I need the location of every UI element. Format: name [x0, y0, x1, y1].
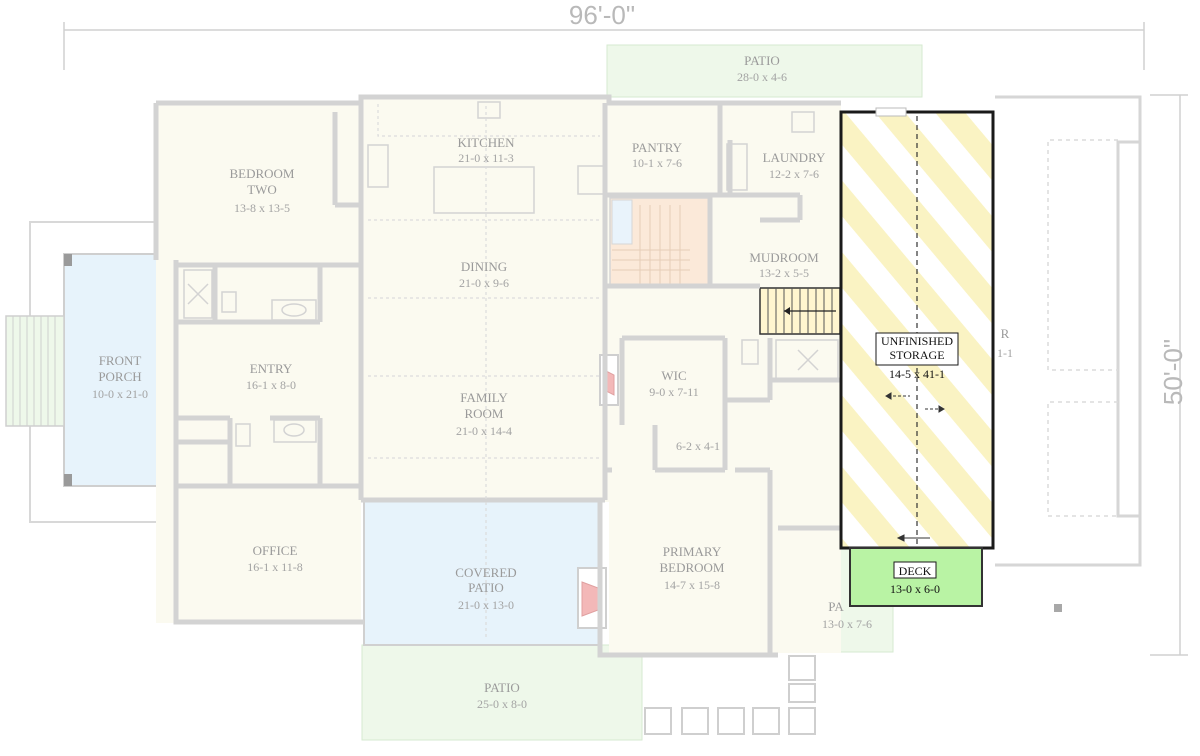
patio-right-name: PA: [828, 599, 844, 614]
front-porch-size: 10-0 x 21-0: [92, 387, 148, 401]
bedroom-two-name-line1: BEDROOM: [229, 166, 294, 181]
garage-fragment-size: 1-1: [997, 346, 1013, 360]
wic-size: 9-0 x 7-11: [649, 385, 699, 399]
overall-depth-dimension: 50'-0": [1150, 94, 1188, 656]
porch-post: [64, 254, 72, 266]
garage-stairs: [759, 287, 854, 335]
garage-outline: [995, 95, 1142, 567]
wic-name: WIC: [661, 368, 686, 383]
patio-top-name: PATIO: [744, 53, 780, 68]
deck-size: 13-0 x 6-0: [890, 582, 940, 596]
fixtures: [183, 101, 839, 447]
room-labels: PATIO 28-0 x 4-6 KITCHEN 21-0 x 11-3 PAN…: [92, 53, 1013, 711]
family-room-name-line2: ROOM: [464, 406, 503, 421]
mudroom-name: MUDROOM: [749, 250, 819, 265]
storage-label-box: [875, 332, 959, 366]
patio-top-size: 28-0 x 4-6: [737, 70, 787, 84]
deck-label-box: [893, 561, 937, 579]
garage-fragment-name: R: [1001, 326, 1010, 341]
porch-post: [64, 474, 72, 486]
kitchen-size: 21-0 x 11-3: [458, 151, 514, 165]
overall-width-dimension: 96'-0": [63, 0, 1145, 70]
pantry-name: PANTRY: [632, 140, 683, 155]
kitchen-name: KITCHEN: [457, 135, 515, 150]
main-stairs-treads: [612, 205, 690, 286]
front-steps: [5, 315, 65, 427]
front-porch-name-line2: PORCH: [98, 369, 141, 384]
storage-name-line2: STORAGE: [889, 348, 944, 362]
walls: [153, 94, 841, 658]
laundry-name: LAUNDRY: [763, 150, 826, 165]
covered-patio-name-line1: COVERED: [455, 565, 516, 580]
width-dimension-label: 96'-0": [569, 0, 635, 30]
storage-vent: [875, 107, 907, 117]
dining-size: 21-0 x 9-6: [459, 276, 509, 290]
primary-bedroom-size: 14-7 x 15-8: [664, 578, 720, 592]
laundry-size: 12-2 x 7-6: [769, 167, 819, 181]
primary-bedroom-name-line1: PRIMARY: [663, 544, 722, 559]
office-size: 16-1 x 11-8: [247, 560, 303, 574]
covered-patio-area: [363, 499, 601, 646]
covered-patio-name-line2: PATIO: [468, 580, 504, 595]
patio-top-area: [606, 44, 923, 98]
storage-size: 14-5 x 41-1: [889, 367, 945, 381]
bedroom-two-name-line2: TWO: [247, 182, 277, 197]
mudroom-size: 13-2 x 5-5: [759, 266, 809, 280]
family-room-name-line1: FAMILY: [460, 390, 508, 405]
pantry-size: 10-1 x 7-6: [632, 156, 682, 170]
storage-name-line1: UNFINISHED: [881, 334, 953, 348]
patio-bottom-area: [361, 644, 643, 741]
deck-name: DECK: [899, 564, 932, 578]
closet-size: 6-2 x 4-1: [676, 439, 720, 453]
stepping-stones: [644, 655, 816, 735]
patio-right-size: 13-0 x 7-6: [822, 617, 872, 631]
bedroom-two-size: 13-8 x 13-5: [234, 201, 290, 215]
entry-size: 16-1 x 8-0: [246, 378, 296, 392]
garage-parking-lines: [1047, 139, 1118, 517]
primary-bedroom-name-line2: BEDROOM: [659, 560, 724, 575]
patio-bottom-name: PATIO: [484, 680, 520, 695]
depth-dimension-label: 50'-0": [1158, 339, 1188, 405]
entry-name: ENTRY: [250, 361, 293, 376]
stair-window: [611, 199, 633, 245]
garage-marker: [1054, 604, 1062, 612]
ceiling-lines: [368, 104, 600, 640]
storage-slope-arrows: [885, 392, 945, 542]
patio-bottom-size: 25-0 x 8-0: [477, 697, 527, 711]
covered-patio-size: 21-0 x 13-0: [458, 598, 514, 612]
fireplace-patio-hearth: [581, 581, 599, 617]
family-room-size: 21-0 x 14-4: [456, 424, 512, 438]
unfinished-storage-area: [839, 110, 995, 550]
front-porch-name-line1: FRONT: [99, 353, 142, 368]
office-name: OFFICE: [253, 543, 298, 558]
dining-name: DINING: [461, 259, 507, 274]
